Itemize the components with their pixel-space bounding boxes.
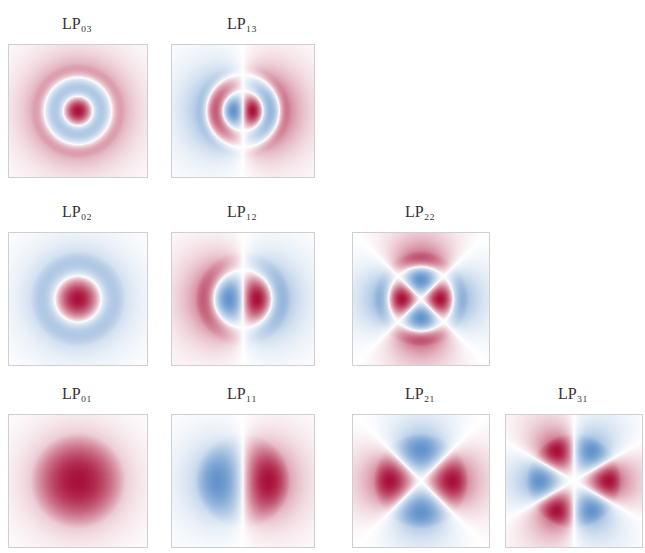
mode-panel: LP₂₁ (352, 384, 488, 546)
mode-label: LP₃₁ (505, 384, 641, 404)
mode-label: LP₁₁ (171, 384, 313, 404)
mode-panel: LP₁₂ (171, 202, 313, 364)
mode-label: LP₀₁ (8, 384, 146, 404)
mode-label: LP₁₃ (171, 14, 313, 34)
mode-panel: LP₀₃ (8, 14, 146, 176)
mode-field-map (171, 414, 315, 548)
mode-field-map (171, 232, 315, 366)
mode-label: LP₁₂ (171, 202, 313, 222)
mode-panel: LP₀₂ (8, 202, 146, 364)
mode-panel: LP₂₂ (352, 202, 488, 364)
mode-panel: LP₃₁ (505, 384, 641, 546)
mode-label: LP₂₂ (352, 202, 488, 222)
mode-field-map (505, 414, 643, 548)
mode-panel: LP₀₁ (8, 384, 146, 546)
mode-field-map (8, 232, 148, 366)
mode-label: LP₀₂ (8, 202, 146, 222)
mode-field-map (8, 414, 148, 548)
mode-label: LP₂₁ (352, 384, 488, 404)
mode-field-map (171, 44, 315, 178)
mode-field-map (8, 44, 148, 178)
mode-panel: LP₁₃ (171, 14, 313, 176)
mode-field-map (352, 414, 490, 548)
mode-panel: LP₁₁ (171, 384, 313, 546)
mode-label: LP₀₃ (8, 14, 146, 34)
mode-field-map (352, 232, 490, 366)
